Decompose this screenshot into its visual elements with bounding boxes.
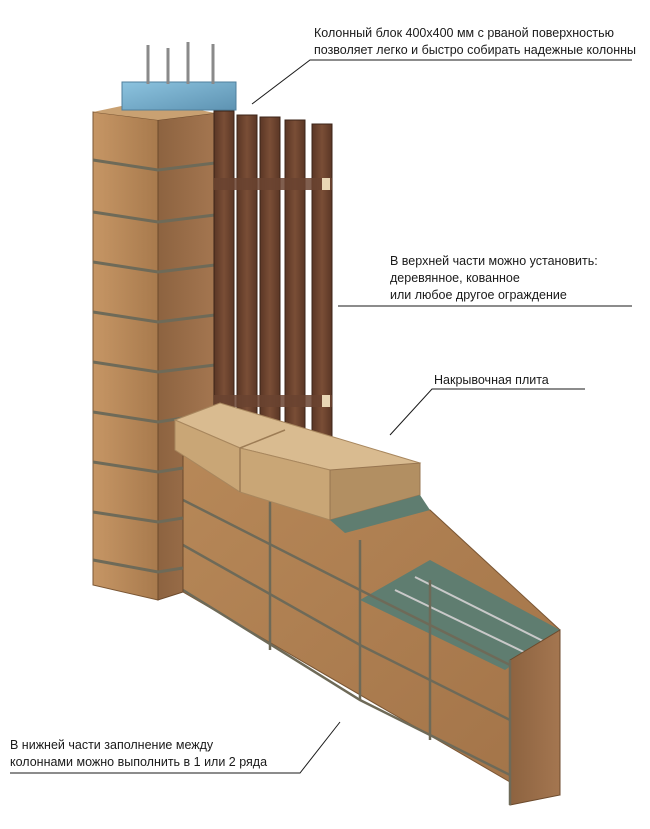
callout-column-block: Колонный блок 400х400 мм с рваной поверх… bbox=[314, 25, 636, 59]
brick-column bbox=[92, 42, 237, 601]
callout-line: позволяет легко и быстро собирать надежн… bbox=[314, 43, 636, 57]
leader-lines bbox=[10, 59, 632, 774]
column-front bbox=[92, 111, 159, 601]
callout-line: деревянное, кованное bbox=[390, 271, 520, 285]
callout-line: Накрывочная плита bbox=[434, 373, 549, 387]
column-mortar-joints bbox=[92, 158, 216, 574]
callout-line: Колонный блок 400х400 мм с рваной поверх… bbox=[314, 26, 614, 40]
fence-rail-end bbox=[322, 395, 330, 407]
fence-rail bbox=[214, 395, 332, 407]
cap-slab-joint bbox=[239, 429, 286, 449]
rebar-rods bbox=[146, 42, 215, 84]
fence-board bbox=[284, 119, 306, 439]
lower-wall-end bbox=[509, 629, 561, 806]
callout-upper-fence: В верхней части можно установить: деревя… bbox=[390, 253, 598, 304]
callout-line: В нижней части заполнение между bbox=[10, 738, 214, 752]
leader-capstone bbox=[389, 388, 585, 436]
callout-line: В верхней части можно установить: bbox=[390, 254, 598, 268]
cap-underside-grout bbox=[330, 495, 430, 533]
fence-rail-end bbox=[322, 178, 330, 190]
callout-capstone: Накрывочная плита bbox=[434, 372, 549, 389]
leader-lower-fill bbox=[10, 721, 341, 774]
callout-line: или любое другое ограждение bbox=[390, 288, 567, 302]
callout-lower-fill: В нижней части заполнение между колоннам… bbox=[10, 737, 267, 771]
lower-wall bbox=[182, 446, 561, 806]
fence-board bbox=[236, 114, 258, 421]
fence-board bbox=[259, 116, 281, 430]
cap-slabs bbox=[173, 402, 430, 533]
callout-line: колоннами можно выполнить в 1 или 2 ряда bbox=[10, 755, 268, 769]
leader-column-block bbox=[251, 59, 632, 105]
wooden-fence bbox=[213, 110, 333, 443]
lower-wall-top-grout bbox=[360, 560, 560, 670]
concrete-column-cap bbox=[121, 81, 237, 111]
lower-wall-top-rebar bbox=[394, 589, 531, 656]
fence-board bbox=[311, 123, 333, 443]
fence-rail bbox=[214, 178, 332, 190]
fence-board bbox=[213, 110, 235, 412]
lower-wall-mortar-joints bbox=[182, 495, 512, 805]
lower-wall-top-rebar bbox=[414, 576, 546, 643]
